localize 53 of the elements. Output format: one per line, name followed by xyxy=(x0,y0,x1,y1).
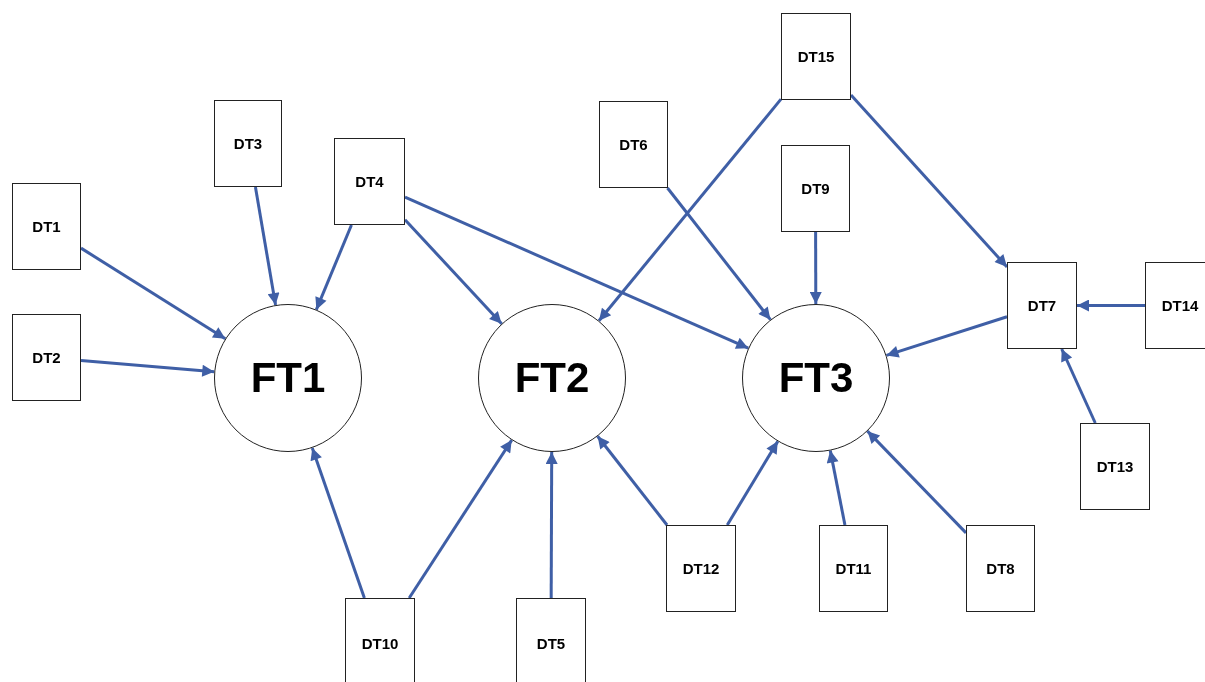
process-box xyxy=(516,598,586,682)
node-label: DT11 xyxy=(835,560,872,577)
process-box xyxy=(334,138,405,225)
node-label: DT15 xyxy=(797,48,835,65)
arrow xyxy=(849,94,1009,268)
process-box xyxy=(214,100,282,187)
process-box xyxy=(781,145,850,232)
node-label: DT12 xyxy=(682,560,720,577)
node-label: DT1 xyxy=(32,218,61,235)
arrow xyxy=(866,430,968,534)
node-label: DT10 xyxy=(361,634,399,652)
arrow xyxy=(403,218,503,325)
process-box xyxy=(599,101,668,188)
node-label: DT4 xyxy=(355,173,384,190)
node-label: DT9 xyxy=(801,180,830,197)
arrow xyxy=(253,186,280,306)
process-box xyxy=(12,314,81,401)
node-label: DT14 xyxy=(1161,297,1199,314)
process-box xyxy=(12,183,81,270)
arrow xyxy=(666,187,772,321)
arrow xyxy=(1077,299,1145,312)
process-box xyxy=(1145,262,1205,349)
node-label: DT2 xyxy=(32,349,61,366)
process-box xyxy=(819,525,888,612)
arrow xyxy=(725,440,780,526)
arrow xyxy=(597,98,783,322)
node-label: DT8 xyxy=(986,560,1015,577)
process-box xyxy=(966,525,1035,612)
arrow xyxy=(404,195,749,350)
arrow xyxy=(407,439,513,599)
arrow xyxy=(314,224,353,311)
node-label: DT5 xyxy=(536,634,566,652)
node-label: FT2 xyxy=(514,354,590,402)
arrow xyxy=(886,315,1008,358)
arrow xyxy=(826,450,847,526)
process-box xyxy=(781,13,851,100)
node-label: FT3 xyxy=(778,354,854,402)
process-box xyxy=(1080,423,1150,510)
node-label: DT7 xyxy=(1027,297,1057,314)
arrow xyxy=(80,358,215,377)
arrow xyxy=(1060,348,1097,424)
arrow xyxy=(809,232,822,304)
node-label: DT13 xyxy=(1096,458,1134,475)
process-box xyxy=(345,598,415,682)
node-label: DT6 xyxy=(619,136,648,153)
process-box xyxy=(1007,262,1077,349)
arrow xyxy=(80,246,227,340)
process-box xyxy=(666,525,736,612)
arrow xyxy=(596,435,669,526)
node-label: DT3 xyxy=(233,135,263,152)
arrow xyxy=(545,452,558,598)
node-label: FT1 xyxy=(250,354,326,402)
arrow xyxy=(310,447,366,599)
